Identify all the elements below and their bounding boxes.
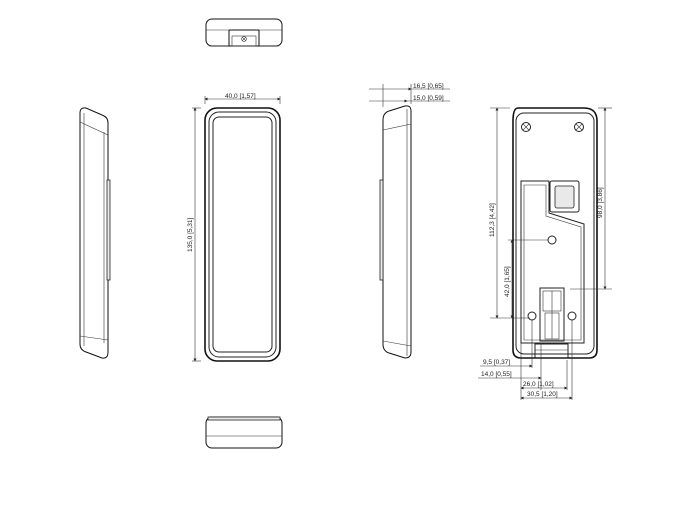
back-hole-spacing-label: 42,0 [1,65] [504,266,511,297]
bottom-offset-2-label: 14,0 [0,55] [481,371,512,378]
front-view: 40,0 [1,57] 135,0 [5,31] [187,93,281,362]
left-side-view [79,107,111,359]
bottom-view [205,416,283,449]
back-upper-height-label: 98,0 [3,86] [597,187,604,218]
bottom-width-1-label: 26,0 [1,02] [523,381,554,388]
bottom-offset-1-label: 9,5 [0,37] [483,359,510,366]
bottom-width-2-label: 30,5 [1,20] [527,391,558,398]
back-view: 112,3 [4,42] 42,0 [1,65] 98,0 [3,86] 9,5… [478,107,612,400]
front-width-label: 40,0 [1,57] [225,93,256,100]
back-total-height-label: 112,3 [4,42] [489,203,496,237]
depth-outer-label: 16,5 [0,65] [413,83,444,90]
front-height-label: 135,0 [5,31] [187,217,194,252]
right-side-view: 16,5 [0,65] 15,0 [0,59] [369,83,450,359]
depth-inner-label: 15,0 [0,59] [413,95,444,102]
top-view [205,18,283,47]
